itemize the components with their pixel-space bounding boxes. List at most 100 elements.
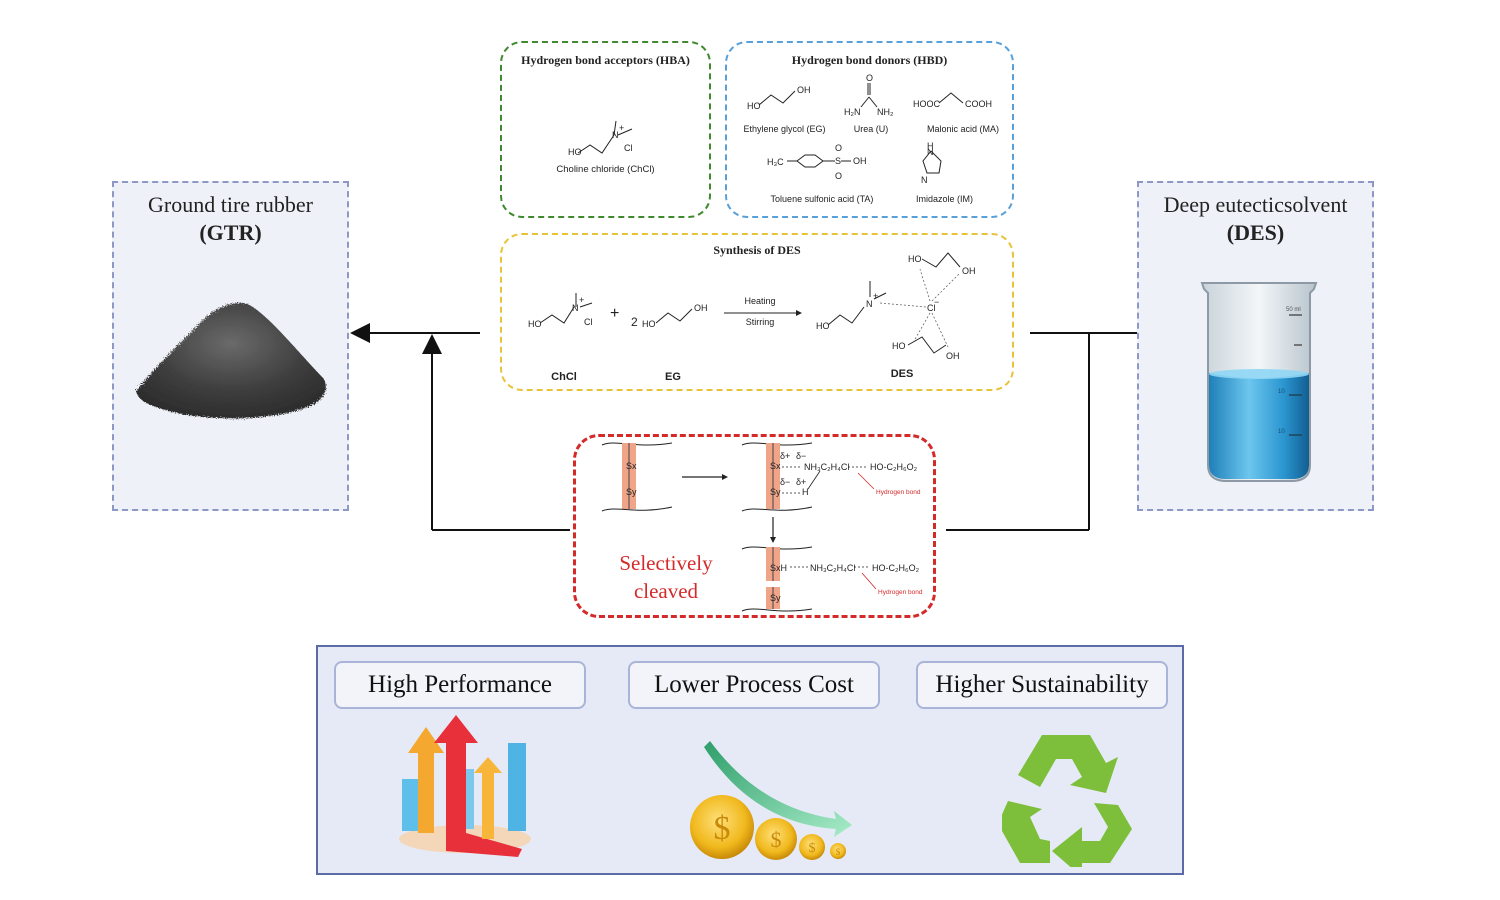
synthesis-plus: +	[610, 305, 620, 322]
svg-text:H₃C: H₃C	[767, 157, 784, 167]
synthesis-label-chcl: ChCl	[551, 371, 577, 383]
synthesis-condition-stirring: Stirring	[745, 317, 775, 327]
svg-text:HO-C₂H₆O₂: HO-C₂H₆O₂	[872, 563, 920, 573]
svg-text:δ−: δ−	[796, 451, 806, 461]
cleavage-mechanism: Sx Sy Sx Sy δ+ δ− δ− δ+ H NH₃C₂H₄Cl HO-C…	[601, 442, 920, 612]
svg-text:COOH: COOH	[965, 99, 992, 109]
svg-text:Sy: Sy	[626, 487, 637, 497]
svg-text:HO: HO	[892, 341, 906, 351]
des-panel: Deep eutecticsolvent (DES) 50 ml 10 10	[1137, 181, 1374, 511]
svg-text:NH₃C₂H₄Cl: NH₃C₂H₄Cl	[810, 563, 855, 573]
svg-text:Cl: Cl	[624, 143, 633, 153]
hbond-label-top: Hydrogen bond	[876, 489, 921, 496]
benefit-higher-sustainability: Higher Sustainability	[916, 661, 1168, 709]
svg-text:OH: OH	[694, 303, 708, 313]
hbd-label-im: Imidazole (IM)	[915, 194, 973, 204]
svg-text:$: $	[714, 810, 731, 847]
beaker-mark-10a: 10	[1278, 389, 1285, 395]
svg-text:N: N	[921, 175, 928, 185]
svg-text:Cl: Cl	[584, 317, 593, 327]
svg-text:HO: HO	[528, 319, 542, 329]
recycle-icon	[1002, 735, 1132, 867]
svg-text:Cl: Cl	[927, 303, 936, 313]
svg-text:N: N	[572, 303, 579, 313]
synthesis-label-des: DES	[890, 368, 914, 380]
svg-text:NH₂: NH₂	[877, 107, 894, 117]
svg-text:+: +	[873, 291, 878, 301]
synthesis-coefficient: 2	[631, 315, 638, 329]
hbd-structures: HO OH O H₂N NH₂ HOOC COOH H₃C S O O OH H…	[747, 73, 992, 185]
synthesis-label-eg: EG	[665, 371, 681, 383]
decreasing-coins-icon: $ $ $ $	[690, 741, 852, 860]
svg-text:HO: HO	[642, 319, 656, 329]
svg-text:$: $	[836, 847, 841, 857]
rising-arrows-chart-icon	[399, 715, 531, 857]
svg-text:HOOC: HOOC	[913, 99, 941, 109]
svg-text:$: $	[809, 841, 816, 856]
cleaved-line2: cleaved	[633, 579, 699, 603]
hba-compound-label: Choline chloride (ChCl)	[556, 164, 655, 175]
svg-text:H: H	[802, 487, 809, 497]
svg-text:δ−: δ−	[780, 477, 790, 487]
svg-text:δ+: δ+	[796, 477, 806, 487]
des-abbrev: (DES)	[1226, 220, 1285, 245]
svg-text:−: −	[934, 297, 939, 307]
benefit-lower-process-cost: Lower Process Cost	[628, 661, 880, 709]
svg-text:NH₃C₂H₄Cl: NH₃C₂H₄Cl	[804, 462, 849, 472]
svg-text:$: $	[771, 827, 782, 852]
synthesis-condition-heating: Heating	[744, 296, 776, 306]
cleavage-box: Sx Sy Sx Sy δ+ δ− δ− δ+ H NH₃C₂H₄Cl HO-C…	[573, 434, 936, 618]
svg-text:OH: OH	[962, 266, 976, 276]
svg-text:HO: HO	[747, 101, 761, 111]
svg-text:Sy: Sy	[770, 487, 781, 497]
svg-text:+: +	[579, 295, 584, 305]
gtr-panel: Ground tire rubber (GTR)	[112, 181, 349, 511]
hbd-label-urea: Urea (U)	[853, 124, 889, 134]
gtr-title: Ground tire rubber (GTR)	[114, 191, 347, 247]
cleaved-line1: Selectively	[619, 551, 713, 575]
hba-title: Hydrogen bond acceptors (HBA)	[521, 53, 690, 67]
gtr-title-text: Ground tire rubber	[148, 192, 313, 217]
svg-text:HO: HO	[908, 254, 922, 264]
svg-text:S: S	[835, 156, 841, 166]
beaker-mark-50: 50 ml	[1286, 307, 1301, 313]
svg-text:Sx: Sx	[626, 461, 637, 471]
beaker-image: 50 ml 10 10	[1200, 282, 1318, 482]
selectively-cleaved-label: Selectively cleaved	[606, 549, 726, 605]
choline-chloride-structure: HO N + Cl	[568, 120, 633, 157]
svg-text:OH: OH	[946, 351, 960, 361]
hbond-label-bottom: Hydrogen bond	[878, 589, 923, 596]
svg-text:O: O	[835, 143, 842, 153]
hbd-label-ma: Malonic acid (MA)	[926, 124, 1000, 134]
hbd-box: Hydrogen bond donors (HBD) HO OH O H₂N N…	[725, 41, 1014, 218]
hbd-label-ta: Toluene sulfonic acid (TA)	[770, 194, 874, 204]
svg-text:δ+: δ+	[780, 451, 790, 461]
svg-text:SxH: SxH	[770, 563, 787, 573]
svg-text:O: O	[866, 73, 873, 83]
hba-box: Hydrogen bond acceptors (HBA) HO N + Cl …	[500, 41, 711, 218]
svg-text:OH: OH	[797, 85, 811, 95]
svg-text:H₂N: H₂N	[844, 107, 861, 117]
gtr-abbrev: (GTR)	[199, 220, 262, 245]
svg-text:OH: OH	[853, 156, 867, 166]
svg-text:H: H	[927, 141, 934, 151]
benefits-panel: High Performance Lower Process Cost High…	[316, 645, 1184, 875]
synthesis-title: Synthesis of DES	[713, 243, 801, 257]
svg-text:HO: HO	[816, 321, 830, 331]
svg-text:+: +	[619, 123, 624, 133]
svg-text:HO: HO	[568, 147, 582, 157]
svg-text:HO-C₂H₆O₂: HO-C₂H₆O₂	[870, 462, 918, 472]
des-title-text: Deep eutecticsolvent	[1163, 192, 1348, 217]
hbd-label-eg: Ethylene glycol (EG)	[743, 124, 826, 134]
synthesis-scheme: HO N + Cl HO OH HO N + Cl − HO OH HO OH	[528, 252, 976, 361]
des-title: Deep eutecticsolvent (DES)	[1139, 191, 1372, 247]
svg-text:N: N	[927, 147, 934, 157]
svg-text:Sy: Sy	[770, 593, 781, 603]
benefit-high-performance: High Performance	[334, 661, 586, 709]
svg-text:N: N	[612, 130, 619, 140]
svg-text:N: N	[866, 299, 873, 309]
hbd-title: Hydrogen bond donors (HBD)	[791, 53, 948, 67]
svg-text:Sx: Sx	[770, 461, 781, 471]
rubber-powder-pile-image	[136, 302, 326, 419]
